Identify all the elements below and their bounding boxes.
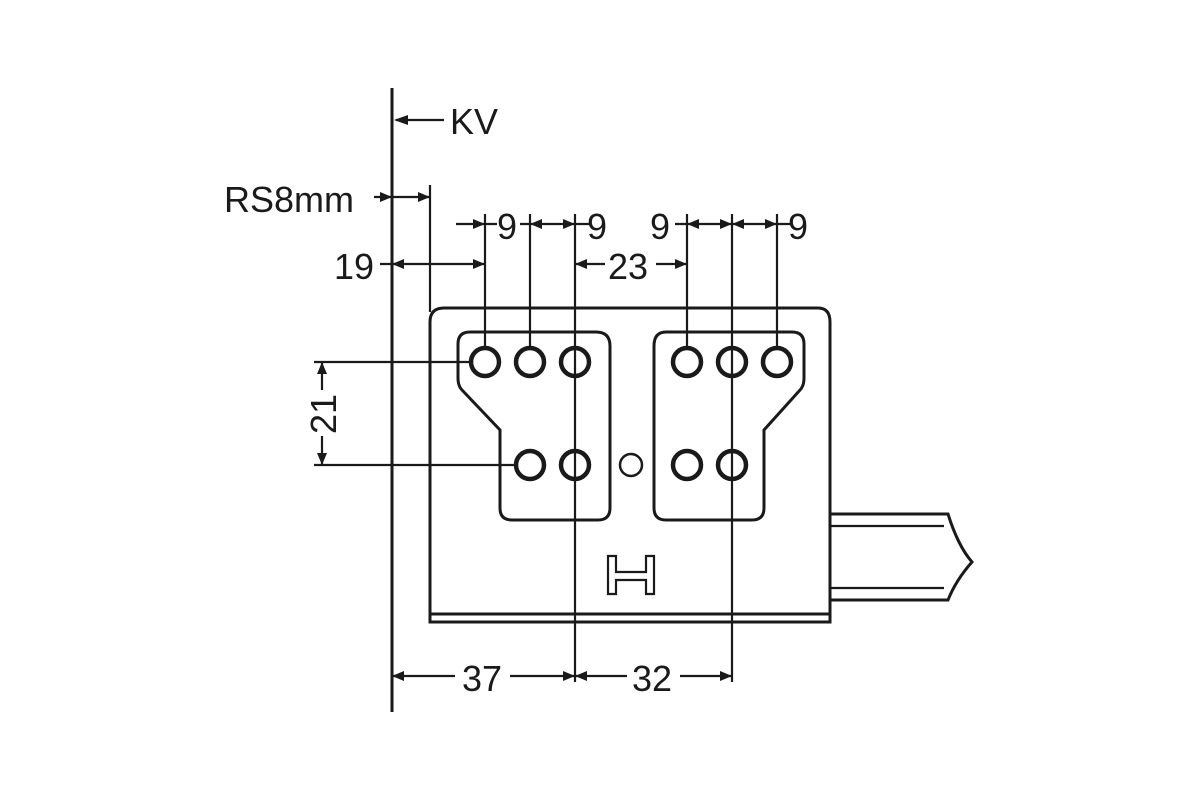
kv-label: KV: [450, 101, 498, 142]
dim-21: 21: [303, 360, 517, 467]
dim-9-d-label: 9: [788, 206, 808, 247]
dim-32-label: 32: [632, 658, 672, 699]
kv-callout: KV: [394, 101, 498, 142]
dim-9-c-label: 9: [650, 206, 670, 247]
dim-9-left: 9 9: [456, 206, 607, 247]
dim-23-label: 23: [608, 246, 648, 287]
hole-left-top-1: [468, 345, 502, 379]
dim-9-b-label: 9: [587, 206, 607, 247]
dim-37-label: 37: [462, 658, 502, 699]
right-hole-pad: [652, 330, 806, 522]
dim-37: 37: [392, 658, 575, 699]
dim-9-right: 9 9: [650, 206, 808, 247]
hole-left-top-2: [513, 345, 547, 379]
rs-dimension: RS8mm: [224, 179, 432, 312]
dim-32: 32: [575, 658, 732, 699]
dim-19-label: 19: [334, 246, 374, 287]
dim-19: 19: [334, 246, 485, 287]
hole-left-bottom-1: [513, 448, 547, 482]
dim-23: 23: [575, 246, 687, 287]
brand-logo-icon: [606, 554, 656, 596]
drawer-runner: [830, 512, 974, 602]
dim-21-label: 21: [303, 394, 344, 434]
hole-right-bottom-1: [670, 448, 704, 482]
rs-label: RS8mm: [224, 179, 354, 220]
mounting-plate: [428, 306, 832, 624]
extension-lines: [483, 214, 779, 682]
hole-right-top-3: [760, 345, 794, 379]
dim-9-a-label: 9: [497, 206, 517, 247]
center-hole: [618, 452, 644, 478]
left-hole-pad: [456, 330, 612, 522]
hole-right-top-1: [670, 345, 704, 379]
